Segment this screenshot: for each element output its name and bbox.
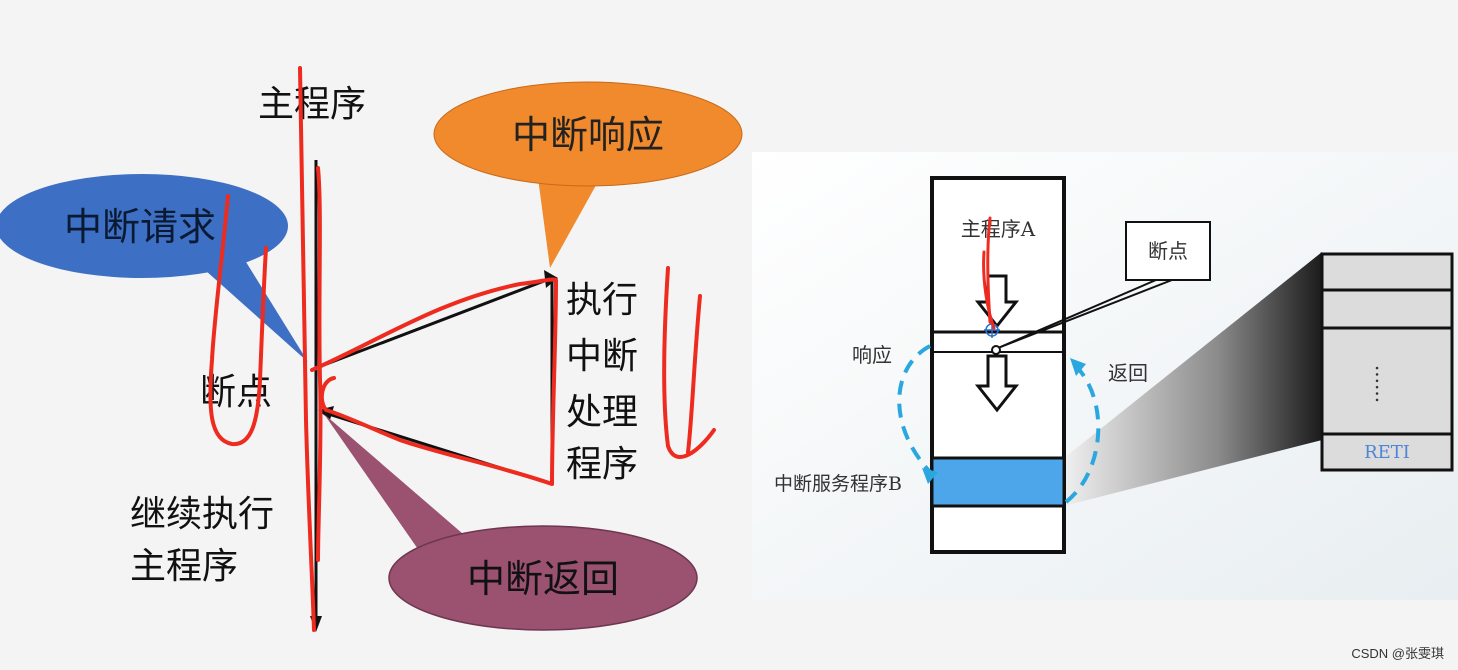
interrupt-request-label: 中断请求	[64, 205, 216, 249]
continue-line-2: 主程序	[130, 546, 238, 587]
red-right-down-stroke-2	[982, 250, 996, 330]
return-label: 返回	[1108, 361, 1148, 385]
red-main-line	[298, 66, 316, 632]
continue-main-label: 继续执行 主程序	[130, 494, 274, 587]
left-interrupt-diagram: 中断请求 中断响应 中断返回 主程序 断点 执行 中断 处理 程序 继续执行 主…	[0, 66, 743, 632]
execute-isr-line-2: 中断	[566, 336, 638, 377]
execute-isr-line-1: 执行	[566, 280, 638, 321]
interrupt-request-callout: 中断请求	[0, 174, 308, 362]
red-right-stroke	[662, 266, 716, 459]
interrupt-return-label: 中断返回	[467, 557, 619, 601]
execute-isr-line-3: 处理	[566, 392, 638, 433]
response-label: 响应	[852, 343, 892, 367]
watermark: CSDN @张雯琪	[1351, 646, 1444, 661]
execute-isr-line-4: 程序	[566, 444, 638, 485]
red-request-stroke	[208, 194, 268, 447]
red-right-stroke-2	[686, 294, 702, 454]
response-arc	[897, 344, 938, 484]
red-annotations-right	[982, 216, 996, 330]
execute-isr-label: 执行 中断 处理 程序	[566, 280, 638, 485]
jump-line-top	[315, 276, 553, 370]
main-program-label: 主程序	[258, 84, 366, 125]
interrupt-response-label: 中断响应	[512, 113, 664, 157]
breakpoint-callout: 断点	[991, 221, 1211, 355]
right-interrupt-panel: ...... RETI 主程序A 断点	[752, 152, 1458, 600]
detail-dots: ......	[1371, 365, 1395, 403]
continue-line-1: 继续执行	[130, 494, 274, 535]
interrupt-response-callout: 中断响应	[433, 81, 743, 268]
isr-detail-box: ...... RETI	[1320, 252, 1454, 472]
red-triangle-trace	[310, 277, 558, 486]
red-main-line-2	[316, 166, 323, 562]
isr-b-block	[930, 456, 1066, 508]
reti-label: RETI	[1364, 442, 1410, 463]
interrupt-return-callout: 中断返回	[324, 414, 698, 631]
down-arrow-lower	[974, 354, 1020, 413]
red-annotations	[208, 66, 716, 632]
zoom-funnel	[1064, 252, 1322, 506]
main-program-a-label: 主程序A	[961, 217, 1036, 241]
breakpoint-dot	[991, 345, 1001, 355]
isr-b-label: 中断服务程序B	[774, 473, 902, 495]
return-arc	[1064, 358, 1101, 504]
breakpoint-box-label: 断点	[1148, 239, 1188, 263]
